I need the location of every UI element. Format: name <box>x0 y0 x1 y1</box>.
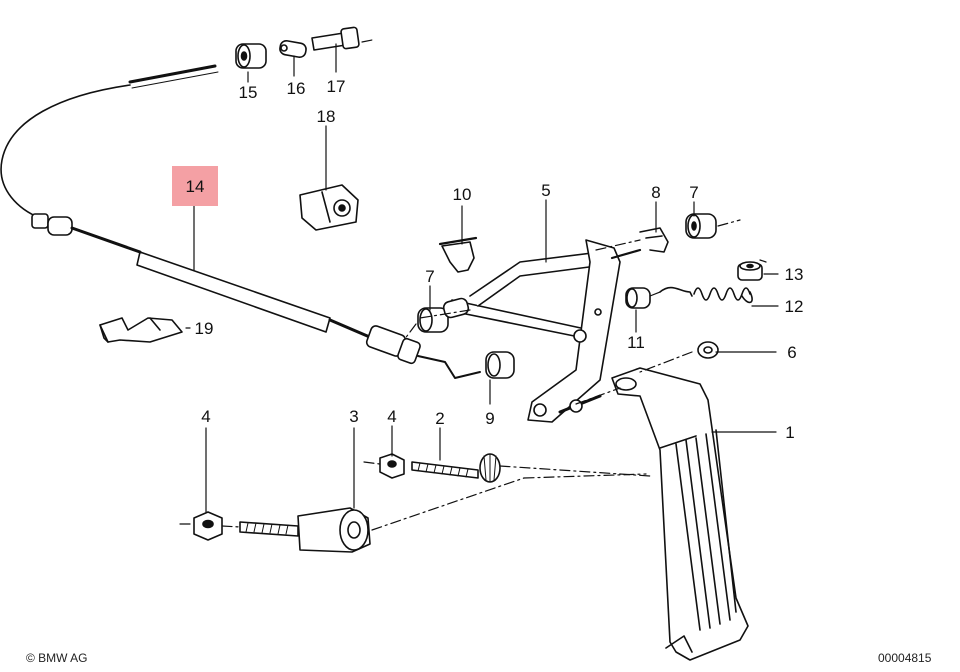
callout-labels: 15 16 17 18 14 19 10 5 8 7 7 13 12 11 6 … <box>186 77 804 442</box>
bushing-part-9 <box>485 351 515 379</box>
callout-1[interactable]: 1 <box>785 423 794 442</box>
bushing-part-7-right <box>685 213 717 239</box>
bushing-part-10 <box>438 236 478 273</box>
lever-part-5 <box>451 239 642 423</box>
callout-8[interactable]: 8 <box>651 183 660 202</box>
copyright-text: © BMW AG <box>26 651 88 665</box>
bracket-part-19 <box>99 317 183 343</box>
leader-lines <box>185 43 779 513</box>
callout-2[interactable]: 2 <box>435 409 444 428</box>
nut-part-13 <box>737 261 763 281</box>
pin-part-16 <box>279 39 307 59</box>
callout-19[interactable]: 19 <box>195 319 214 338</box>
callout-12[interactable]: 12 <box>785 297 804 316</box>
callout-14[interactable]: 14 <box>186 177 205 196</box>
callout-18[interactable]: 18 <box>317 107 336 126</box>
callout-4-upper[interactable]: 4 <box>387 407 396 426</box>
washer-part-6 <box>697 341 719 359</box>
callout-6[interactable]: 6 <box>787 343 796 362</box>
bushing-part-11 <box>625 287 651 309</box>
alignment-lines <box>179 39 767 531</box>
pedal-part-1 <box>611 367 749 661</box>
adjusting-screw-part-2 <box>411 453 501 483</box>
grommet-part-15 <box>235 43 267 69</box>
callout-3[interactable]: 3 <box>349 407 358 426</box>
callout-9[interactable]: 9 <box>485 409 494 428</box>
nut-part-4-upper <box>379 453 405 479</box>
callout-15[interactable]: 15 <box>239 83 258 102</box>
clip-part-8 <box>639 227 669 253</box>
callout-5[interactable]: 5 <box>541 181 550 200</box>
callout-17[interactable]: 17 <box>327 77 346 96</box>
nut-part-4-lower <box>193 511 223 541</box>
highlight-box-part-14 <box>172 166 218 206</box>
stop-part-3 <box>239 507 371 553</box>
spring-part-12 <box>659 286 753 304</box>
bolt-part-17 <box>311 26 360 51</box>
callout-7-right[interactable]: 7 <box>689 183 698 202</box>
callout-4-lower[interactable]: 4 <box>201 407 210 426</box>
callout-11[interactable]: 11 <box>627 333 645 352</box>
diagram-number: 00004815 <box>878 651 932 665</box>
callout-7-left[interactable]: 7 <box>425 267 434 286</box>
callout-13[interactable]: 13 <box>785 265 804 284</box>
throttle-cable <box>0 64 481 379</box>
cable-clip-part-18 <box>299 184 359 231</box>
callout-16[interactable]: 16 <box>287 79 306 98</box>
callout-10[interactable]: 10 <box>453 185 472 204</box>
